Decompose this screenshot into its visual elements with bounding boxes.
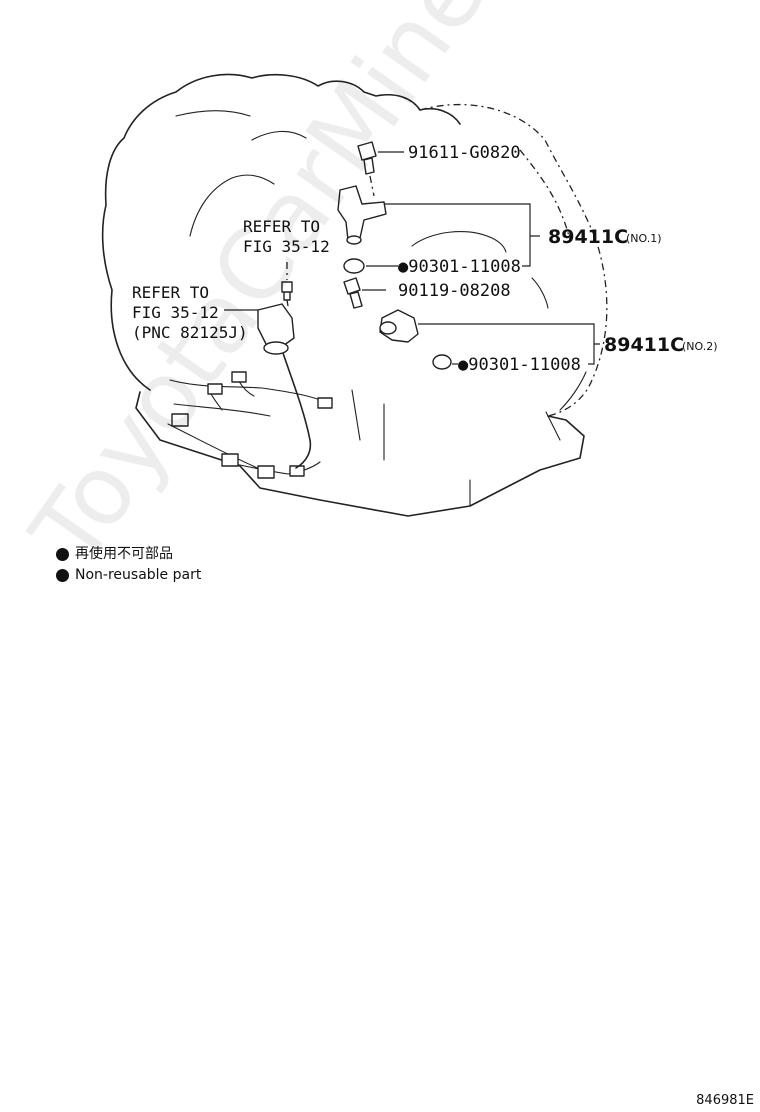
label-sensor-no1: 89411C [548,226,628,248]
label-sensor-no2-sub: (NO.2) [682,340,718,353]
wire-harness [167,375,331,475]
label-oring-no2: ●90301-11008 [458,355,581,375]
ref2-line2: FIG 35-12 [132,303,219,322]
ref1-line2: FIG 35-12 [243,237,330,256]
housing-lower-curve [531,277,587,411]
left-sensor-body [257,303,295,349]
legend-jp-text: 再使用不可部品 [75,546,173,562]
left-sensor-cable [281,349,312,469]
leader-bracket-no2 [418,323,600,365]
label-bolt-top: 91611-G0820 [408,143,521,163]
legend-row-jp: 再使用不可部品 [56,544,201,565]
left-bolt [281,281,293,301]
ref1-line1: REFER TO [243,217,320,236]
oring-no1 [343,258,365,274]
ref2-line3: (PNC 82125J) [132,323,248,342]
sensor-no2-tip [379,321,397,335]
housing-upper-ridge [175,110,307,237]
harness-connector-3 [317,397,333,409]
label-bolt-mid: 90119-08208 [398,281,511,301]
label-oring-no1: ●90301-11008 [398,257,521,277]
housing-right-face [351,389,561,507]
housing-dash-inner [519,149,571,241]
harness-connector-5 [257,465,275,479]
legend: 再使用不可部品 Non-reusable part [56,544,201,586]
non-reusable-dot-icon [56,548,69,561]
top-bolt-dash [369,175,375,197]
left-sensor-ring [263,341,289,355]
label-sensor-no2: 89411C [604,334,684,356]
top-bolt-91611 [357,141,377,175]
harness-connector-1 [207,383,223,395]
sensor-no1-tip [346,235,362,245]
harness-connector-2 [231,371,247,383]
harness-connector-7 [171,413,189,427]
legend-row-en: Non-reusable part [56,565,201,586]
transmission-housing-outline [101,73,461,391]
harness-connector-4 [221,453,239,467]
figure-id: 846981E [696,1093,754,1108]
label-sensor-no1-sub: (NO.1) [626,232,662,245]
sensor-no1-body [337,185,387,241]
harness-connector-6 [289,465,305,477]
housing-mid-hump [411,231,507,253]
non-reusable-dot-icon [56,569,69,582]
legend-en-text: Non-reusable part [75,567,202,583]
mid-bolt-90119 [343,277,363,309]
ref2-line1: REFER TO [132,283,209,302]
housing-dash-outline [419,103,608,417]
left-bolt-leader [286,262,289,307]
housing-bottom-pan [135,391,585,517]
oring-no2 [432,354,452,370]
leader-bracket-no1 [384,203,540,267]
transmission-sensor-diagram: 91611-G0820 89411C (NO.1) ●90301-11008 9… [101,73,718,517]
